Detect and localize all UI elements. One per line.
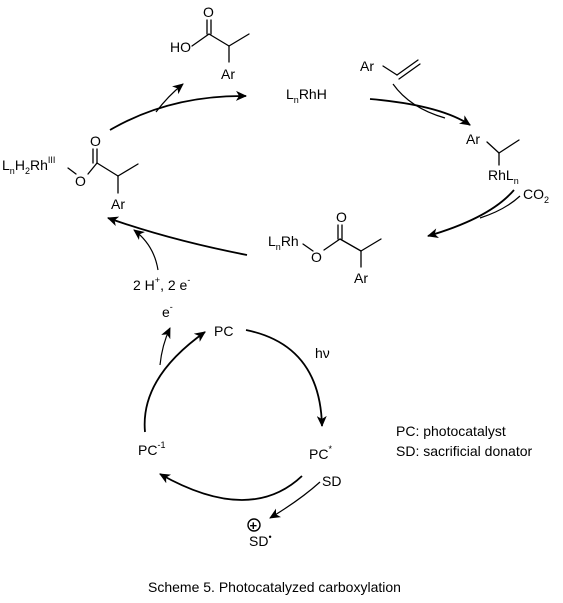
rhodium-carboxylate: LnRh O O Ar bbox=[268, 209, 382, 286]
arrow-co2-in bbox=[479, 195, 521, 219]
proton-electron-label: 2 H+, 2 e- bbox=[133, 275, 190, 293]
styrene-vinyl-a bbox=[396, 59, 419, 76]
rhodium-hydride: LnRhH bbox=[286, 86, 327, 105]
rh3-bond-rh-o bbox=[67, 167, 77, 175]
rhodium-hydride-label: LnRhH bbox=[286, 86, 327, 105]
alkyl-rhodium-intermediate: Ar RhLn bbox=[466, 131, 520, 186]
arrow-excitation bbox=[245, 329, 327, 427]
arrow-rh-hydride-to-alkyl bbox=[369, 98, 471, 126]
arrow-styrene-in bbox=[392, 83, 446, 119]
electron-label: e- bbox=[162, 302, 173, 320]
acid-bond-methyl bbox=[228, 33, 250, 47]
alkyl-rhodium-label: RhLn bbox=[488, 167, 519, 186]
rh3-bond-o-c bbox=[87, 162, 98, 175]
radical-cation-charge: + bbox=[247, 518, 261, 533]
acid-bond-oh bbox=[191, 33, 210, 47]
rhodium-iii-ester: LnH2RhIII O O Ar bbox=[2, 133, 139, 212]
rh3-link-oxygen-label: O bbox=[75, 173, 86, 189]
photocatalyst-label: PC bbox=[214, 323, 233, 339]
arrow-acid-release bbox=[155, 83, 184, 113]
carboxylate-link-oxygen-label: O bbox=[311, 249, 322, 265]
sacrificial-donor-label: SD bbox=[322, 473, 341, 489]
carboxylate-bond-methyl bbox=[360, 238, 382, 252]
rh3-bond-alpha bbox=[96, 162, 119, 177]
carboxylate-bond-o-c bbox=[323, 238, 341, 251]
carboxylate-bond-alpha bbox=[339, 238, 362, 252]
arrow-regeneration bbox=[143, 331, 206, 433]
carboxylate-aryl-label: Ar bbox=[354, 270, 368, 286]
arrow-alkyl-to-carboxylate bbox=[427, 189, 515, 239]
legend-photocatalyst: PC: photocatalyst bbox=[396, 423, 506, 439]
alkyl-aryl-label: Ar bbox=[466, 131, 480, 147]
styrene-aryl-label: Ar bbox=[360, 58, 374, 74]
excited-photocatalyst-label: PC* bbox=[309, 444, 332, 462]
charge-circle bbox=[247, 518, 261, 532]
styrene: Ar bbox=[360, 58, 421, 80]
styrene-vinyl-b bbox=[398, 63, 421, 80]
scheme-caption: Scheme 5. Photocatalyzed carboxylation bbox=[148, 579, 401, 595]
arrow-proton-electron-in bbox=[133, 229, 159, 271]
arrow-reduction bbox=[159, 473, 303, 501]
carboxylate-rhodium-label: LnRh bbox=[268, 233, 299, 252]
arrow-carboxylate-to-ester bbox=[107, 216, 248, 256]
acid-hydroxyl-label: HO bbox=[170, 39, 191, 55]
acid-bond-alpha bbox=[208, 33, 230, 47]
carboxylic-acid-product: HO O Ar bbox=[170, 4, 250, 82]
rh3-complex-label: LnH2RhIII bbox=[2, 155, 55, 176]
arrow-ester-to-rh-hydride bbox=[109, 90, 247, 131]
alkyl-bond-methyl bbox=[498, 139, 520, 154]
reduced-photocatalyst-label: PC-1 bbox=[138, 440, 165, 458]
rh3-aryl-label: Ar bbox=[111, 196, 125, 212]
styrene-bond bbox=[382, 65, 398, 76]
acid-carbonyl-oxygen-label: O bbox=[203, 4, 214, 20]
light-label: hν bbox=[315, 345, 330, 361]
carboxylate-carbonyl-oxygen-label: O bbox=[336, 209, 347, 225]
carbon-dioxide-label: CO2 bbox=[523, 186, 549, 205]
oxidized-donor-label: SD• bbox=[249, 532, 272, 549]
acid-aryl-label: Ar bbox=[221, 66, 235, 82]
legend-sacrificial-donor: SD: sacrificial donator bbox=[396, 443, 533, 459]
carboxylate-bond-rh-o bbox=[302, 243, 314, 252]
charge-plus: + bbox=[250, 518, 258, 533]
arrow-electron-release bbox=[159, 327, 171, 366]
arrow-donor-oxidation bbox=[269, 481, 321, 519]
alkyl-bond-aryl bbox=[486, 141, 500, 154]
rh3-carbonyl-oxygen-label: O bbox=[90, 133, 101, 149]
rh3-bond-methyl bbox=[117, 163, 139, 177]
